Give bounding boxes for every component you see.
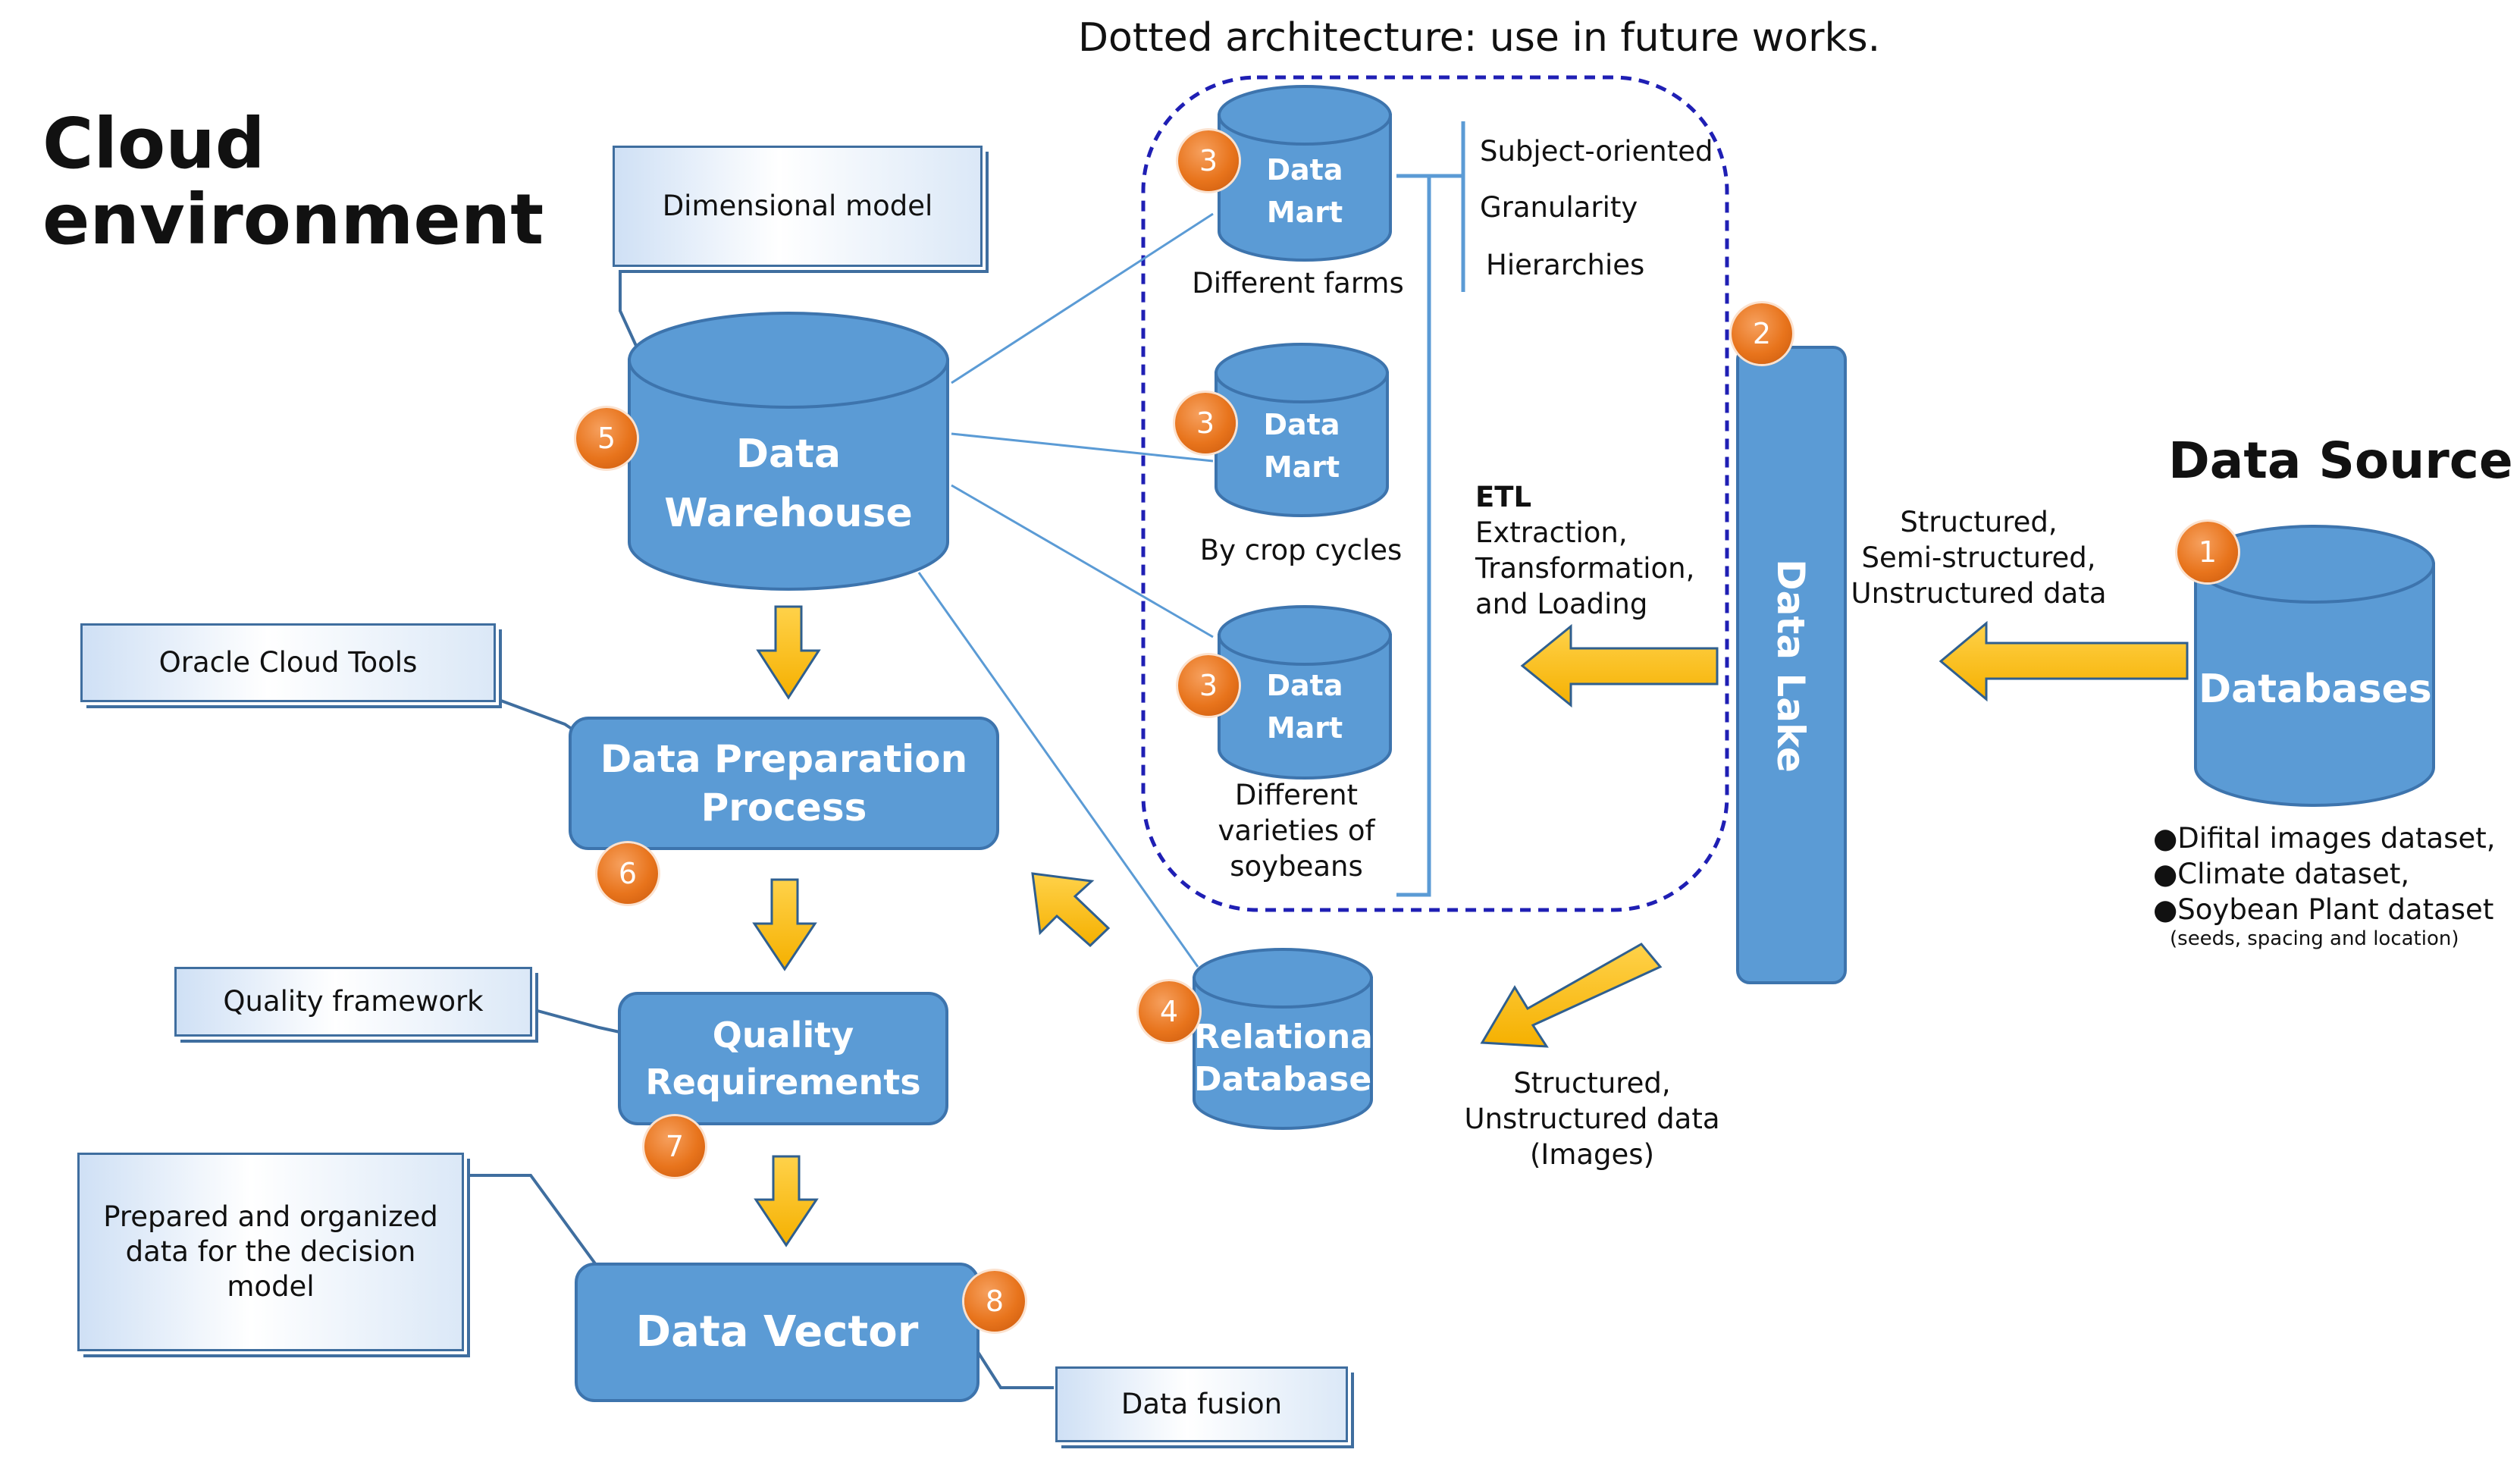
quality-framework-note: Quality framework bbox=[174, 967, 532, 1037]
badge-data-warehouse: 5 bbox=[576, 408, 637, 469]
etl-line-3: and Loading bbox=[1475, 588, 1648, 620]
data-mart-3-line-1: Data bbox=[1266, 669, 1343, 702]
data-mart-3-caption-line-1: Different bbox=[1234, 779, 1359, 811]
arrow-lake-to-marts bbox=[1520, 623, 1719, 708]
data-mart-3-label: Data Mart bbox=[1219, 664, 1390, 749]
relational-database-label: Relational Database bbox=[1194, 1016, 1384, 1101]
data-mart-2-line-1: Data bbox=[1263, 408, 1340, 441]
databases-label: Databases bbox=[2199, 667, 2432, 712]
mart-features-bracket bbox=[1396, 121, 1465, 897]
data-mart-1-line-2: Mart bbox=[1266, 196, 1343, 229]
data-mart-3-line-2: Mart bbox=[1266, 711, 1343, 745]
mart-feature-subject-oriented: Subject-oriented bbox=[1480, 135, 1713, 168]
cloud-title-line-2: environment bbox=[42, 179, 544, 260]
relational-database-cylinder bbox=[1193, 948, 1373, 1130]
quality-framework-label: Quality framework bbox=[223, 985, 484, 1018]
source-data-types: Structured, Semi-structured, Unstructure… bbox=[1835, 504, 2123, 611]
data-lake-bar bbox=[1736, 346, 1847, 984]
badge-quality-requirements: 7 bbox=[644, 1116, 705, 1177]
relational-data-types-line-2: Unstructured data bbox=[1464, 1103, 1720, 1135]
data-mart-2-line-2: Mart bbox=[1263, 450, 1340, 484]
future-architecture-region bbox=[1141, 75, 1729, 912]
data-mart-1-label: Data Mart bbox=[1219, 149, 1390, 234]
quality-requirements-box: Quality Requirements bbox=[618, 992, 948, 1125]
relational-data-types-line-1: Structured, bbox=[1513, 1067, 1671, 1100]
relational-data-types-line-3: (Images) bbox=[1529, 1138, 1655, 1171]
arrow-lake-to-relational bbox=[1480, 943, 1663, 1048]
warehouse-connectors bbox=[917, 212, 1214, 968]
dataset-item-3: ●Soybean Plant dataset bbox=[2153, 893, 2494, 926]
data-mart-cylinder-3 bbox=[1218, 605, 1392, 780]
dimensional-model-note: Dimensional model bbox=[613, 146, 983, 267]
etl-line-2: Transformation, bbox=[1475, 552, 1695, 585]
badge-data-preparation: 6 bbox=[597, 843, 658, 904]
databases-cylinder bbox=[2194, 525, 2435, 807]
data-mart-cylinder-2 bbox=[1215, 343, 1389, 517]
badge-data-mart-1: 3 bbox=[1178, 130, 1239, 191]
etl-label: ETL Extraction, Transformation, and Load… bbox=[1475, 479, 1694, 622]
dataset-item-1: ●Difital images dataset, bbox=[2153, 822, 2496, 855]
dataset-subnote: (seeds, spacing and location) bbox=[2170, 927, 2459, 950]
oracle-cloud-tools-note: Oracle Cloud Tools bbox=[80, 623, 496, 702]
oracle-cloud-tools-label: Oracle Cloud Tools bbox=[158, 646, 418, 679]
badge-data-mart-2: 3 bbox=[1175, 393, 1236, 453]
cloud-environment-title: Cloud environment bbox=[42, 106, 544, 258]
mart-feature-granularity: Granularity bbox=[1480, 191, 1638, 224]
relational-database-line-1: Relational bbox=[1194, 1018, 1384, 1056]
badge-data-lake: 2 bbox=[1732, 303, 1792, 364]
etl-line-1: Extraction, bbox=[1475, 516, 1628, 549]
mart-feature-hierarchies: Hierarchies bbox=[1486, 249, 1645, 281]
prepared-data-note: Prepared and organized data for the deci… bbox=[77, 1153, 464, 1351]
badge-data-vector: 8 bbox=[964, 1271, 1025, 1332]
data-fusion-label: Data fusion bbox=[1121, 1388, 1283, 1420]
dataset-item-2: ●Climate dataset, bbox=[2153, 858, 2410, 890]
data-vector-box: Data Vector bbox=[575, 1263, 979, 1402]
arrow-quality-to-vector bbox=[754, 1155, 819, 1247]
data-warehouse-line-1: Data bbox=[735, 431, 842, 477]
future-works-note: Dotted architecture: use in future works… bbox=[1078, 15, 1881, 61]
data-warehouse-line-2: Warehouse bbox=[664, 491, 913, 536]
data-mart-3-caption-line-2: varieties of bbox=[1218, 814, 1375, 847]
source-data-types-line-3: Unstructured data bbox=[1851, 577, 2107, 610]
prepared-data-line-2: data for the decision bbox=[125, 1235, 416, 1268]
quality-requirements-line-2: Requirements bbox=[645, 1062, 921, 1103]
datasets-list: ●Difital images dataset, ●Climate datase… bbox=[2153, 820, 2496, 950]
dimensional-model-label: Dimensional model bbox=[662, 190, 933, 222]
etl-title: ETL bbox=[1475, 481, 1532, 513]
badge-relational-database: 4 bbox=[1139, 981, 1199, 1042]
cloud-title-line-1: Cloud bbox=[42, 103, 265, 184]
badge-databases: 1 bbox=[2177, 522, 2238, 582]
data-mart-1-line-1: Data bbox=[1266, 153, 1343, 187]
arrow-preparation-to-quality bbox=[752, 878, 817, 971]
data-mart-2-caption: By crop cycles bbox=[1199, 534, 1403, 566]
data-warehouse-label: Data Warehouse bbox=[629, 425, 948, 543]
data-preparation-line-1: Data Preparation bbox=[600, 737, 968, 781]
arrow-warehouse-to-preparation bbox=[756, 605, 821, 700]
data-preparation-line-2: Process bbox=[701, 786, 867, 830]
data-mart-cylinder-1 bbox=[1218, 85, 1392, 262]
source-data-types-line-1: Structured, bbox=[1900, 506, 2058, 538]
data-mart-3-caption: Different varieties of soybeans bbox=[1183, 777, 1410, 884]
prepared-data-line-1: Prepared and organized bbox=[103, 1200, 438, 1233]
data-mart-2-label: Data Mart bbox=[1216, 403, 1387, 488]
arrow-relational-to-preparation bbox=[1031, 872, 1111, 948]
data-preparation-box: Data Preparation Process bbox=[569, 717, 999, 850]
data-mart-1-caption: Different farms bbox=[1192, 267, 1404, 300]
relational-data-types: Structured, Unstructured data (Images) bbox=[1440, 1065, 1744, 1172]
data-mart-3-caption-line-3: soybeans bbox=[1230, 850, 1363, 883]
badge-data-mart-3: 3 bbox=[1178, 655, 1239, 716]
data-source-title: Data Source bbox=[2168, 431, 2513, 490]
data-vector-label: Data Vector bbox=[635, 1307, 919, 1357]
source-data-types-line-2: Semi-structured, bbox=[1861, 541, 2096, 574]
prepared-data-line-3: model bbox=[227, 1270, 315, 1303]
data-warehouse-cylinder bbox=[628, 312, 949, 591]
data-lake-label: Data Lake bbox=[1769, 559, 1813, 773]
relational-database-line-2: Database bbox=[1194, 1060, 1372, 1099]
quality-requirements-line-1: Quality bbox=[712, 1015, 854, 1056]
note-callouts bbox=[464, 265, 1054, 1389]
flow-arrows bbox=[752, 605, 2189, 1247]
arrow-databases-to-lake bbox=[1939, 620, 2189, 702]
data-fusion-note: Data fusion bbox=[1055, 1366, 1348, 1442]
